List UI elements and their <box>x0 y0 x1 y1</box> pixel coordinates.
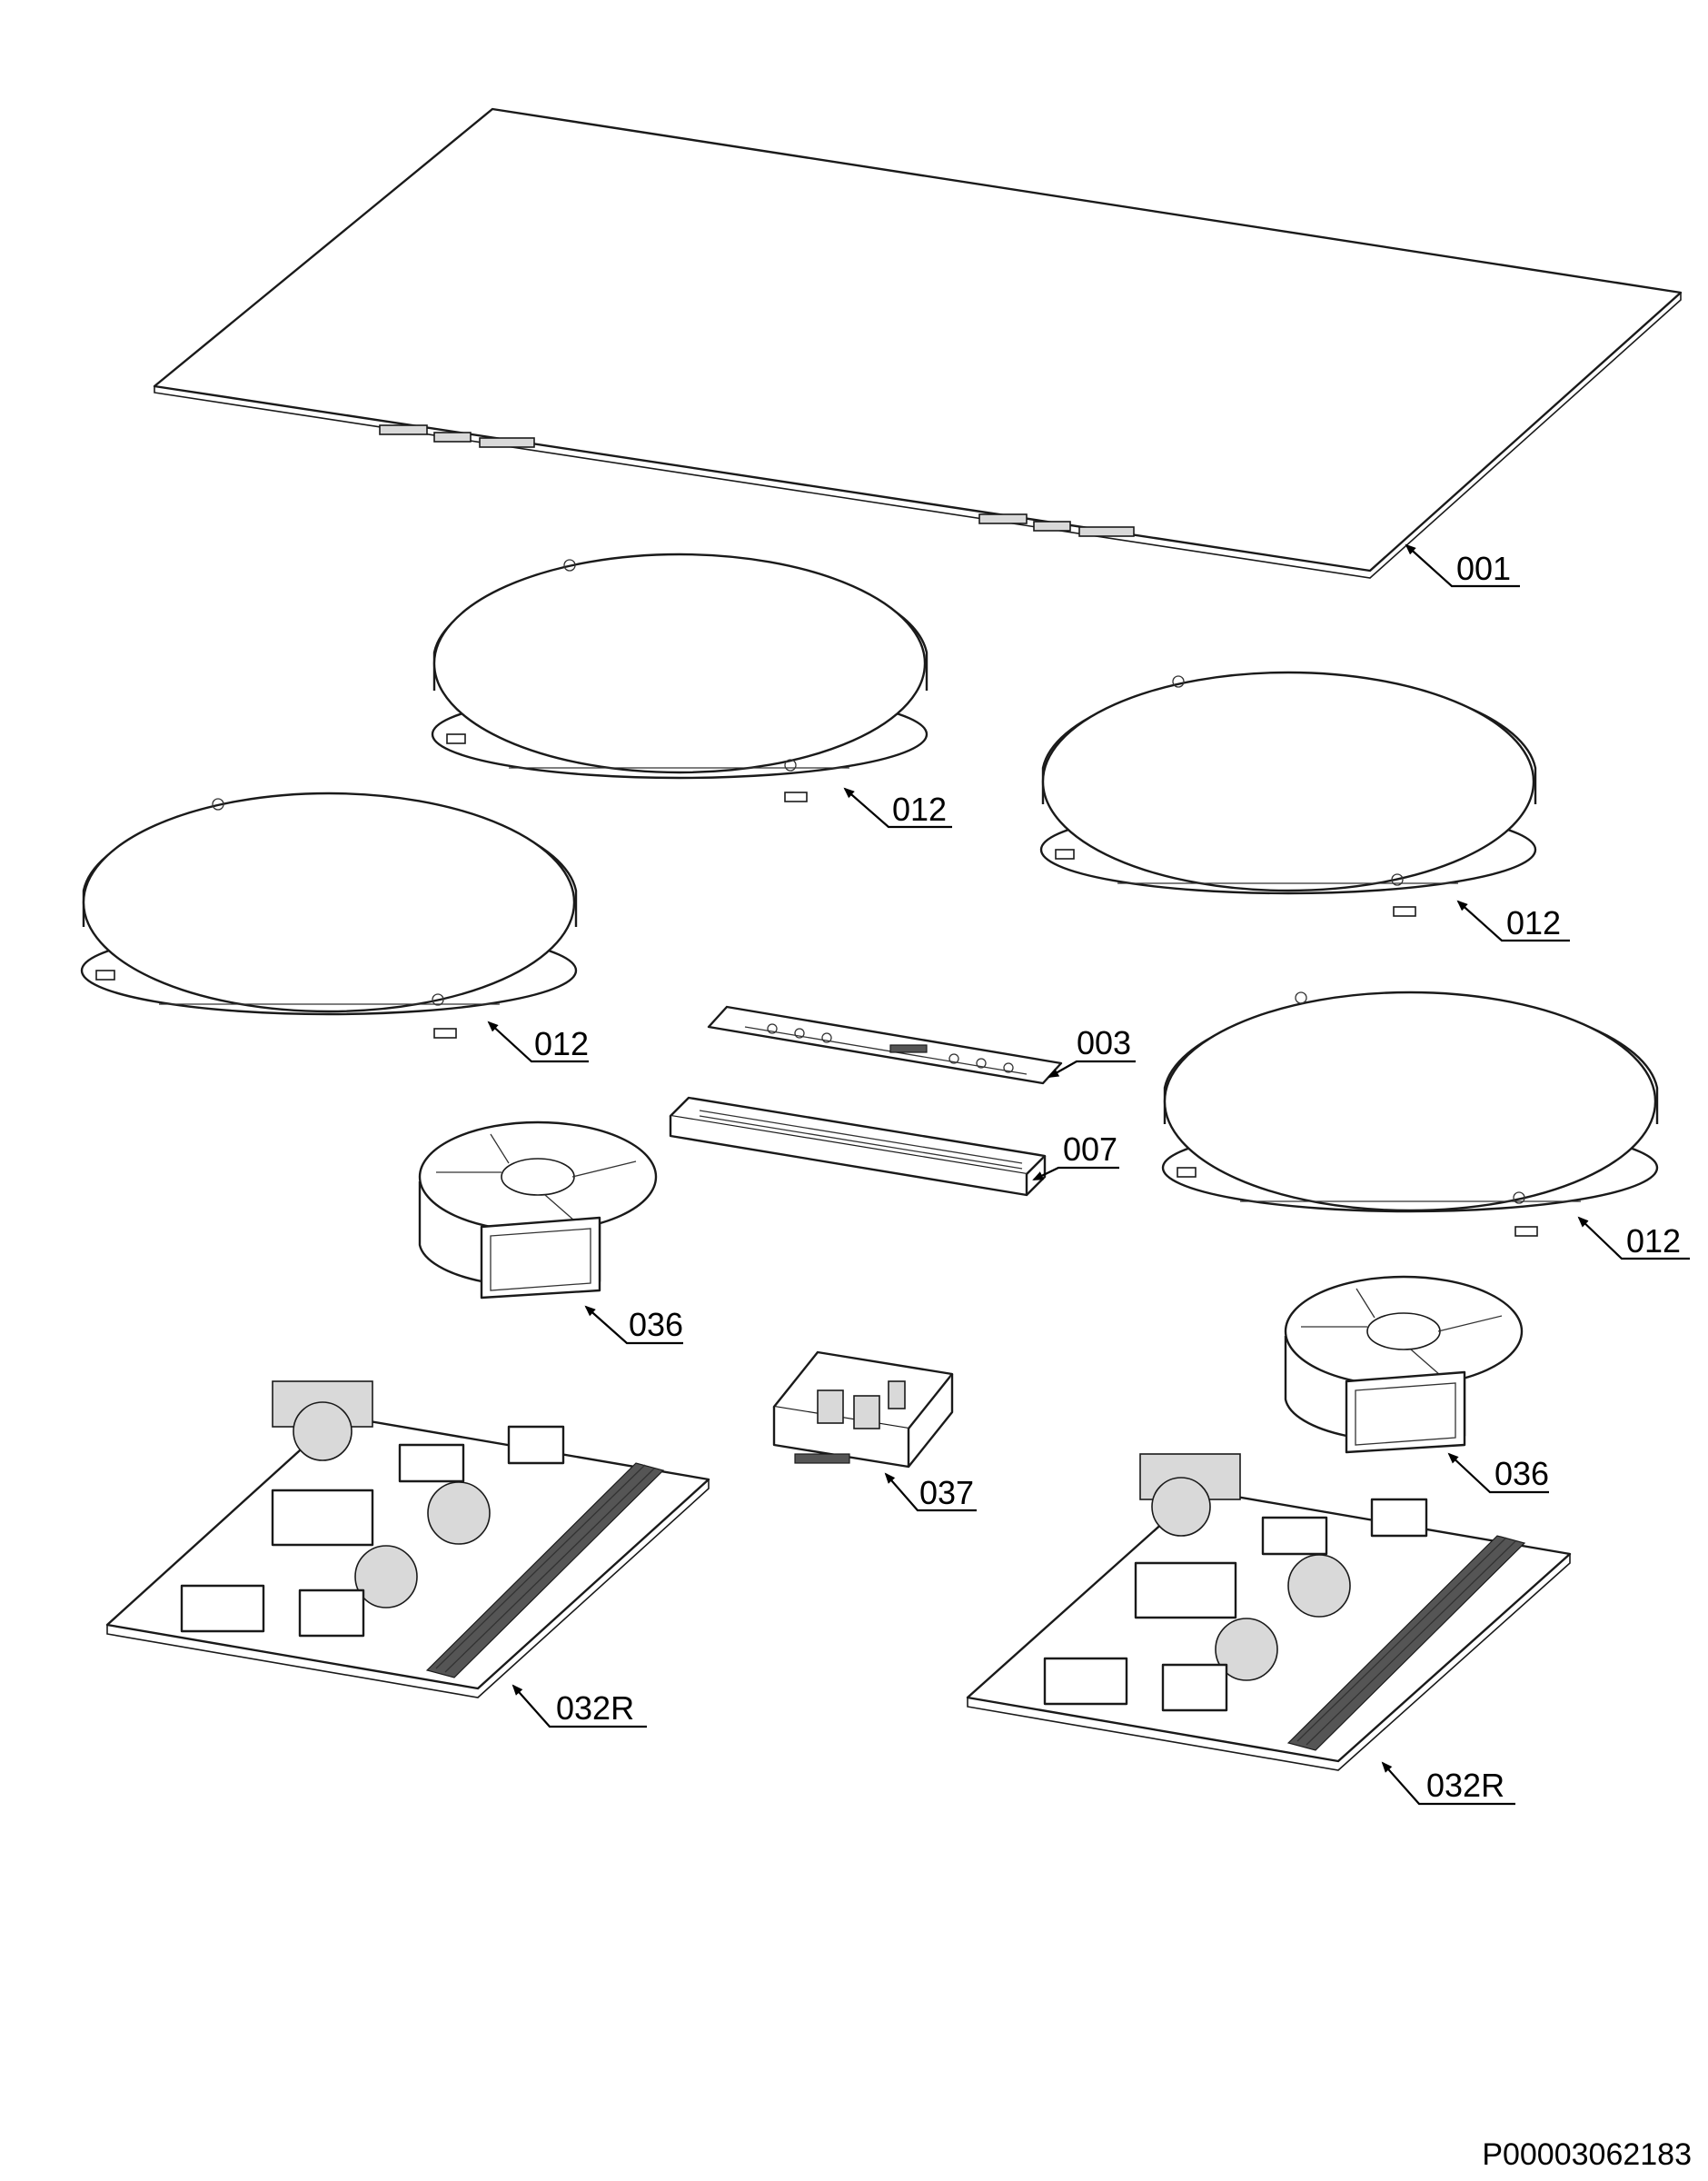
callout-012-front-right-label: 012 <box>1626 1222 1681 1260</box>
callout-032R-right-label: 032R <box>1426 1767 1504 1804</box>
callout-036-right: 036 <box>1447 1452 1549 1494</box>
callout-032R-left-label: 032R <box>556 1689 634 1727</box>
power-board-right-part <box>966 1453 1572 1771</box>
callout-012-rear-left: 012 <box>843 787 952 829</box>
power-board-left-part <box>105 1380 710 1698</box>
callout-037-label: 037 <box>919 1474 974 1511</box>
callout-001: 001 <box>1405 543 1520 588</box>
induction-coil-rear-right <box>1039 671 1537 917</box>
glass-top-part <box>153 107 1683 579</box>
induction-coil-front-left <box>80 792 578 1039</box>
callout-003-label: 003 <box>1077 1024 1131 1061</box>
callout-032R-left: 032R <box>511 1684 647 1728</box>
callout-007: 007 <box>1032 1130 1119 1180</box>
callout-003: 003 <box>1048 1024 1136 1078</box>
induction-coil-rear-left <box>431 553 928 802</box>
control-frame-part <box>669 1096 1047 1197</box>
callout-012-front-left: 012 <box>487 1021 589 1063</box>
callout-037: 037 <box>884 1472 977 1512</box>
callout-012-rear-right: 012 <box>1456 900 1570 942</box>
callout-012-front-right: 012 <box>1577 1216 1690 1260</box>
callout-007-label: 007 <box>1063 1130 1117 1168</box>
callout-012-rear-left-label: 012 <box>892 791 947 828</box>
callout-012-front-left-label: 012 <box>534 1025 589 1062</box>
fan-right-part <box>1284 1275 1524 1454</box>
callout-036-right-label: 036 <box>1494 1455 1549 1492</box>
callout-001-label: 001 <box>1456 550 1511 587</box>
callout-036-left: 036 <box>584 1305 683 1345</box>
induction-coil-front-right <box>1161 991 1659 1237</box>
document-id: P00003062183 <box>1482 2137 1692 2172</box>
callout-036-left-label: 036 <box>629 1306 683 1343</box>
filter-board-part <box>772 1350 954 1469</box>
callout-032R-right: 032R <box>1381 1761 1515 1806</box>
control-board-part <box>707 1005 1063 1085</box>
fan-left-part <box>418 1120 658 1300</box>
callout-012-rear-right-label: 012 <box>1506 904 1561 941</box>
